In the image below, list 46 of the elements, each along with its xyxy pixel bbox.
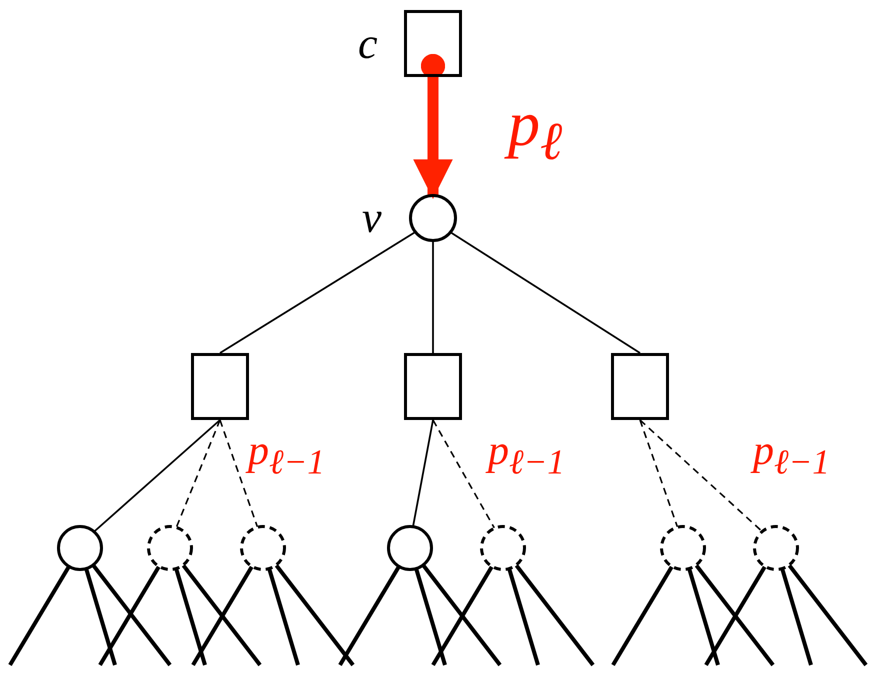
branch-line [84,568,117,666]
branch-line [174,568,207,666]
connector-line [450,232,640,354]
connector-line [639,420,678,527]
connector-line [432,420,495,528]
branch-line [507,568,540,666]
node-name: v [362,196,382,240]
branch-line [431,566,494,666]
branch-line [687,568,720,666]
branch-line [8,566,70,666]
connector-line [94,419,221,532]
branch-line [267,568,300,666]
connector-line [176,420,221,528]
branch-line [514,564,595,666]
branch-line [611,566,674,666]
arrow [413,54,453,199]
connector-line [432,241,434,353]
branch-line [780,568,813,666]
node-name: c [358,22,378,66]
connector-line [639,419,762,532]
dashed-circle-node [480,525,526,571]
branch-line [338,566,400,666]
circle-node [57,525,103,571]
branch-line [414,568,447,666]
square-node [611,353,669,420]
branch-line [191,566,254,666]
dashed-circle-node [240,525,286,571]
square-node [404,10,462,77]
connector-line [220,232,416,354]
connector-line [412,420,434,526]
circle-node [387,525,433,571]
branch-line [694,564,775,666]
branch-line [788,564,868,666]
branch-line [274,564,355,666]
circle-node [409,194,457,242]
dashed-circle-node [753,525,799,571]
dashed-circle-node [147,525,193,571]
branch-line [98,566,160,666]
branch-line [182,564,262,666]
square-node [191,353,249,420]
connector-line [219,420,258,527]
branch-line [92,564,172,666]
dashed-circle-node [660,525,706,571]
branch-line [704,566,766,666]
square-node [404,353,462,420]
branch-line [422,564,502,666]
